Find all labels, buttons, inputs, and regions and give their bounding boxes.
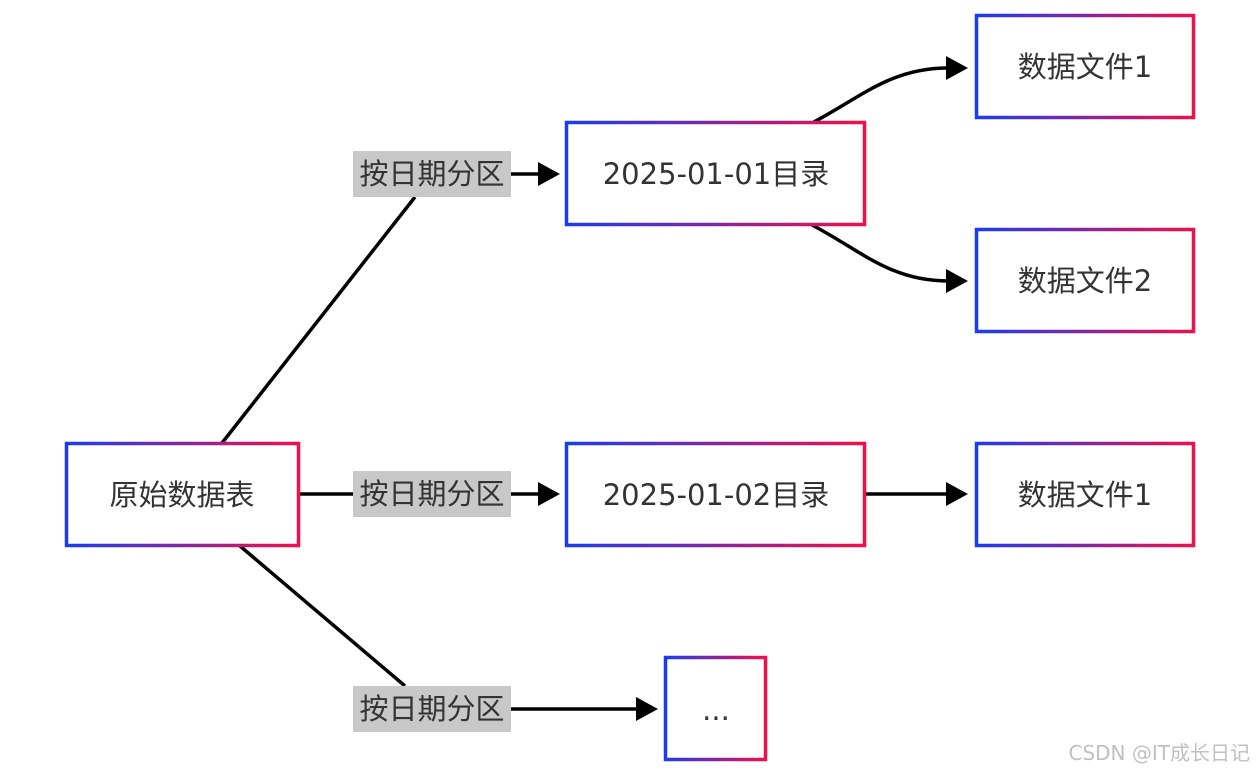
node-root: 原始数据表 [64, 441, 301, 548]
edge-dir1-file1a [811, 56, 968, 125]
edge-root-dir1 [220, 162, 560, 445]
edge-label-root-dir1: 按日期分区 [353, 151, 511, 197]
node-dir3: ... [663, 655, 768, 762]
edge-label-text: 按日期分区 [359, 692, 504, 726]
arrowhead-icon [538, 162, 560, 186]
node-label: 原始数据表 [109, 478, 254, 512]
arrowhead-icon [946, 482, 968, 506]
watermark: CSDN @IT成长日记 [1068, 741, 1251, 765]
edge-label-root-dir3: 按日期分区 [353, 686, 511, 732]
node-label: 数据文件1 [1018, 50, 1152, 84]
edge-root-dir2 [299, 482, 560, 506]
node-label: 2025-01-02目录 [603, 478, 830, 512]
edge-root-dir3 [238, 544, 658, 721]
arrowhead-icon [636, 697, 658, 721]
node-file1a: 数据文件1 [974, 13, 1196, 120]
node-file1b: 数据文件2 [974, 227, 1196, 334]
edge-label-root-dir2: 按日期分区 [353, 471, 511, 517]
node-dir1: 2025-01-01目录 [564, 120, 867, 227]
node-dir2: 2025-01-02目录 [564, 441, 867, 548]
node-label: 2025-01-01目录 [603, 157, 830, 191]
edge-dir2-file2a [865, 482, 968, 506]
node-label: 数据文件2 [1018, 264, 1152, 298]
node-label: ... [702, 693, 730, 727]
node-file2a: 数据文件1 [974, 441, 1196, 548]
arrowhead-icon [946, 56, 968, 80]
edge-label-text: 按日期分区 [359, 157, 504, 191]
arrowhead-icon [946, 269, 968, 293]
edge-label-text: 按日期分区 [359, 477, 504, 511]
edge-dir1-file1b [811, 223, 968, 293]
arrowhead-icon [538, 482, 560, 506]
node-label: 数据文件1 [1018, 478, 1152, 512]
